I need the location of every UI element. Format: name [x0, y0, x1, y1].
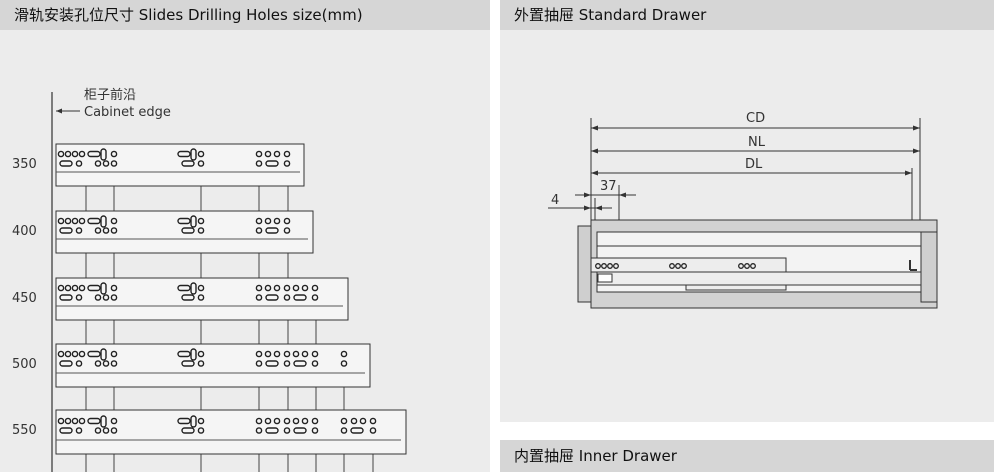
slide-550 — [55, 409, 407, 455]
inner-drawer-title: 内置抽屉 Inner Drawer — [514, 447, 677, 465]
cabinet-edge-en-label: Cabinet edge — [84, 105, 171, 120]
slide-500 — [55, 343, 371, 388]
size-label-350: 350 — [12, 157, 37, 172]
size-label-500: 500 — [12, 357, 37, 372]
slide-350 — [55, 143, 305, 187]
drilling-holes-header: 滑轨安装孔位尺寸 Slides Drilling Holes size(mm) — [0, 0, 490, 30]
slide-450 — [55, 277, 349, 321]
inner-drawer-header: 内置抽屉 Inner Drawer — [500, 440, 994, 472]
cabinet-edge-cn-label: 柜子前沿 — [84, 87, 136, 103]
standard-drawer-title: 外置抽屉 Standard Drawer — [514, 6, 707, 24]
size-label-400: 400 — [12, 224, 37, 239]
drilling-holes-title: 滑轨安装孔位尺寸 Slides Drilling Holes size(mm) — [14, 6, 363, 24]
standard-drawer-header: 外置抽屉 Standard Drawer — [500, 0, 994, 30]
slide-400 — [55, 210, 314, 254]
size-label-550: 550 — [12, 423, 37, 438]
size-label-450: 450 — [12, 291, 37, 306]
